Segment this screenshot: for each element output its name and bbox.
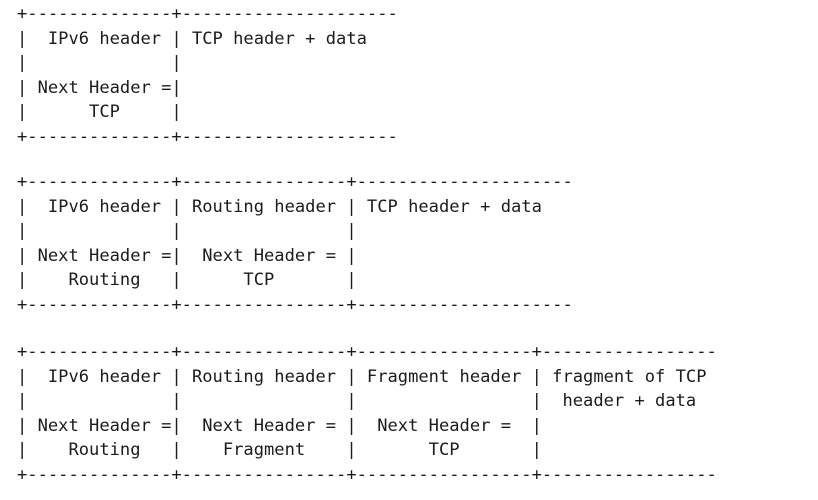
diagram-ipv6-tcp: +--------------+--------------------- | …	[17, 4, 398, 147]
diagram-ipv6-routing-fragment-tcp: +--------------+----------------+-------…	[17, 342, 717, 485]
diagram-ipv6-routing-tcp: +--------------+----------------+-------…	[17, 172, 573, 315]
